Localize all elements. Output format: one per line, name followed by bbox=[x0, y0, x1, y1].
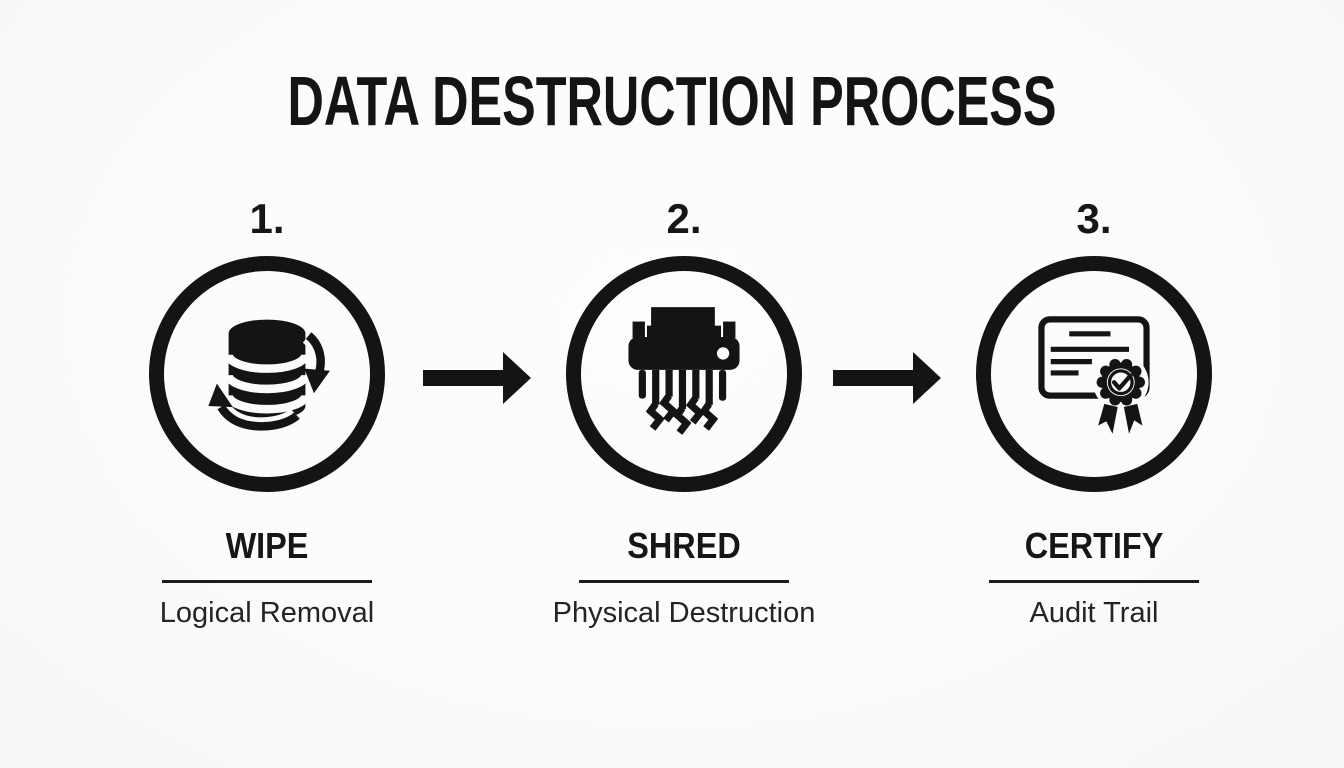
step-sublabel: Logical Removal bbox=[159, 597, 375, 629]
step-number: 3. bbox=[1076, 195, 1112, 242]
step-certify: 3. bbox=[934, 196, 1254, 630]
diagram-title: DATA DESTRUCTION PROCESS bbox=[287, 62, 1057, 140]
arrow-right-icon bbox=[423, 352, 531, 404]
step-number: 2. bbox=[666, 195, 702, 242]
step-number: 1. bbox=[249, 195, 285, 242]
step-circle bbox=[566, 256, 802, 492]
arrow-right-icon bbox=[833, 352, 941, 404]
step-label: SHRED bbox=[627, 525, 741, 566]
step-sublabel: Audit Trail bbox=[1029, 597, 1159, 629]
step-label: WIPE bbox=[225, 525, 309, 566]
step-label: CERTIFY bbox=[1024, 525, 1164, 566]
certificate-seal-icon bbox=[1038, 316, 1150, 434]
step-shred: 2. bbox=[524, 196, 844, 630]
step-wipe: 1. WIPE Logic bbox=[107, 196, 427, 630]
step-sublabel: Physical Destruction bbox=[552, 597, 816, 629]
shredder-icon bbox=[628, 307, 740, 435]
database-sync-icon bbox=[208, 319, 330, 436]
label-divider bbox=[579, 580, 789, 583]
step-circle bbox=[149, 256, 385, 492]
label-divider bbox=[162, 580, 372, 583]
step-circle bbox=[976, 256, 1212, 492]
label-divider bbox=[989, 580, 1199, 583]
